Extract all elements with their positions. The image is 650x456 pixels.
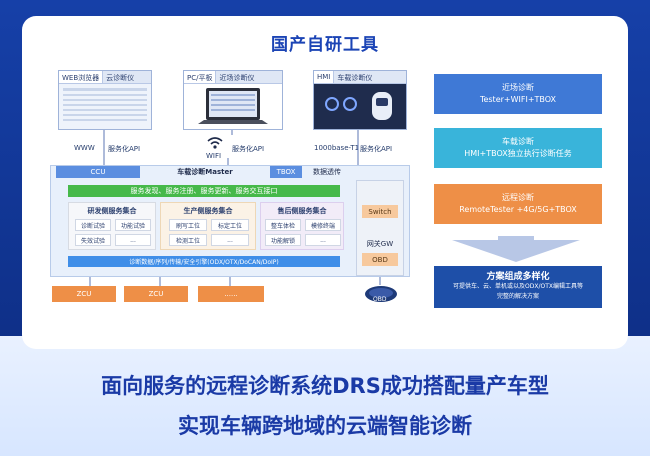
switch-box: Switch [362,205,398,218]
remote-sub: RemoteTester +4G/5G+TBOX [459,205,577,214]
remote-mode: 远程诊断 RemoteTester +4G/5G+TBOX [434,184,602,224]
service-cell: 模修终端 [305,219,341,231]
page-title: 国产自研工具 [271,35,379,55]
obd-box: OBD [362,253,398,266]
passthrough-label: 数据透传 [313,168,341,176]
onboard-mode: 车载诊断 HMI+TBOX独立执行诊断任务 [434,128,602,168]
aftersales-group-title: 售后侧服务集合 [277,207,327,215]
rnd-service-group: 研发侧服务集合 诊断试验 功能试验 失效试验 ... [68,202,156,250]
laptop-graphic [198,88,268,124]
service-cell: 整车体检 [265,219,301,231]
service-cell: 功能解锁 [265,234,301,246]
service-cell: ... [115,234,151,246]
slogan-line-2: 实现车辆跨地域的云端智能诊断 [178,414,472,438]
production-group-title: 生产侧服务集合 [183,207,233,215]
wifi-label: WIFI [206,152,222,160]
service-cell: ... [305,234,341,246]
ccu-label: CCU [90,168,106,176]
www-label: WWW [74,144,95,152]
tbox-label: TBOX [276,168,296,176]
hmi-dashboard-graphic [325,92,392,120]
near-field-title: 近场诊断 [502,83,534,92]
near-field-sub: Tester+WIFI+TBOX [479,95,557,104]
master-title: 车载诊断Master [177,168,233,176]
slogan-panel [0,336,650,456]
t1-label: 1000base-T1 [314,144,360,152]
web-tab-label: WEB浏览器 [59,71,104,83]
service-cell: 标定工位 [211,219,249,231]
diagnostic-engine-bar: 诊断数据/序列/传输/安全引擎(ODX/OTX/DoCAN/DoIP) [68,256,340,267]
hmi-app-label: 车载诊断仪 [337,74,373,82]
production-service-group: 生产侧服务集合 刷写工位 标定工位 检测工位 ... [160,202,256,250]
pc-tab-label: PC/平板 [184,71,217,83]
connector-lines [89,130,381,286]
slogan-line-1: 面向服务的远程诊断系统DRS成功搭配量产车型 [101,374,549,398]
remote-title: 远程诊断 [502,193,534,202]
summary-line2: 完整的解决方案 [496,293,539,300]
tbox-bar: TBOX [270,166,302,178]
zcu-box: ZCU [124,286,188,302]
service-cell: 失效试验 [75,234,111,246]
summary-box: 方案组成多样化 可提供车、云、单机或以及ODX/OTX编辑工具等 完整的解决方案 [434,266,602,308]
hmi-api-label: 服务化API [360,145,393,153]
service-cell: 检测工位 [169,234,207,246]
service-cell: ... [211,234,249,246]
wifi-icon [207,137,223,149]
onboard-title: 车载诊断 [502,137,534,146]
onboard-sub: HMI+TBOX独立执行诊断任务 [464,149,572,158]
summary-line1: 可提供车、云、单机或以及ODX/OTX编辑工具等 [453,283,583,290]
rnd-group-title: 研发侧服务集合 [87,207,137,215]
more-ecu-box: ...... [198,286,264,302]
obd-port-label: OBD [373,296,387,303]
summary-title: 方案组成多样化 [486,272,550,282]
service-cell: 刷写工位 [169,219,207,231]
down-arrow-icon [452,236,580,262]
gateway-label: 网关GW [366,239,394,248]
service-interface-bar: 服务发现、服务注册、服务更新、服务交互接口 [68,185,340,197]
web-app-label: 云诊断仪 [106,74,135,82]
service-cell: 功能试验 [115,219,151,231]
web-api-label: 服务化API [108,145,141,153]
pc-app-label: 近场诊断仪 [219,74,255,82]
web-table-graphic [63,88,147,121]
near-field-mode: 近场诊断 Tester+WIFI+TBOX [434,74,602,114]
laptop-screenshot: PC/平板 近场诊断仪 [183,70,283,130]
aftersales-service-group: 售后侧服务集合 整车体检 模修终端 功能解锁 ... [260,202,344,250]
hmi-tab-label: HMI [314,71,335,83]
obd-port-icon [365,286,397,302]
pc-api-label: 服务化API [232,145,265,153]
hmi-screenshot: HMI 车载诊断仪 [313,70,407,130]
web-browser-screenshot: WEB浏览器 云诊断仪 [58,70,152,130]
service-cell: 诊断试验 [75,219,111,231]
ccu-bar: CCU [56,166,140,178]
zcu-box: ZCU [52,286,116,302]
